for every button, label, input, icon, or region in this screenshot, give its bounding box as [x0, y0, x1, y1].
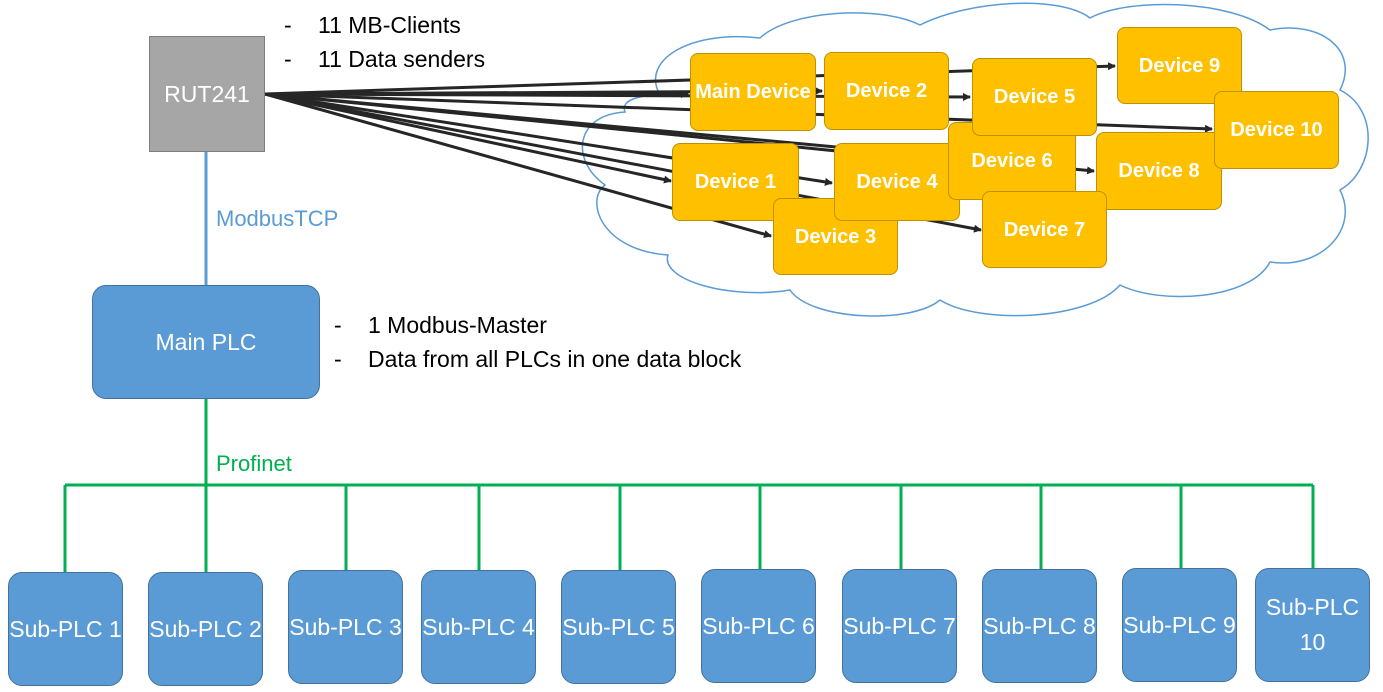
main-plc-label: Main PLC — [155, 328, 257, 355]
sub-plc-4: Sub-PLC 4 — [421, 570, 536, 684]
sub-plc-label: Sub-PLC 7 — [843, 612, 956, 639]
profinet-label: Profinet — [216, 451, 292, 476]
sub-plc-label: Sub-PLC 8 — [983, 612, 1096, 639]
router-note-mb-clients: -11 MB-Clients — [284, 12, 461, 38]
device-label: Device 6 — [971, 150, 1053, 172]
main-plc: Main PLC — [92, 285, 320, 399]
router-note-text: 11 Data senders — [318, 46, 486, 72]
device-label: Device 3 — [794, 225, 877, 248]
device-label: Device 8 — [1118, 160, 1200, 182]
main-device: Main Device — [690, 53, 816, 131]
device-10: Device 10 — [1214, 91, 1339, 169]
device-label: Device 1 — [694, 171, 777, 193]
sub-plc-label: Sub-PLC 4 — [422, 613, 535, 640]
sub-plc-10: Sub-PLC 10 — [1255, 568, 1370, 682]
sub-plc-1: Sub-PLC 1 — [8, 572, 123, 686]
device-2: Device 2 — [824, 52, 949, 130]
sub-plc-label: Sub-PLC 2 — [149, 615, 262, 642]
device-label: Device 5 — [993, 86, 1076, 108]
device-label: Device 9 — [1138, 54, 1221, 77]
device-5: Device 5 — [972, 58, 1097, 136]
sub-plc-label: Sub-PLC 1 — [9, 615, 122, 642]
router-note-text: 11 MB-Clients — [318, 12, 461, 38]
device-4: Device 4 — [834, 143, 960, 221]
device-7: Device 7 — [982, 191, 1107, 268]
profinet-bus — [63, 399, 1315, 572]
device-label: Device 4 — [856, 171, 938, 193]
device-8: Device 8 — [1096, 132, 1222, 210]
sub-plc-9: Sub-PLC 9 — [1122, 568, 1237, 682]
device-label: Device 10 — [1230, 119, 1323, 141]
device-label: Device 7 — [1003, 218, 1086, 241]
router-rut241: RUT241 — [149, 36, 265, 152]
device-label: Device 2 — [845, 80, 928, 102]
sub-plc-label: Sub-PLC 9 — [1123, 611, 1236, 638]
main-plc-note-text: Data from all PLCs in one data block — [368, 346, 742, 372]
sub-plc-6: Sub-PLC 6 — [701, 569, 816, 683]
sub-plc-label: Sub-PLC 3 — [289, 613, 402, 640]
main-plc-note-text: 1 Modbus-Master — [368, 312, 547, 338]
arrow-to-device-1 — [264, 92, 672, 184]
modbus-tcp-label: ModbusTCP — [216, 206, 339, 231]
sub-plc-3: Sub-PLC 3 — [288, 570, 403, 684]
sub-plc-8: Sub-PLC 8 — [982, 569, 1097, 683]
device-label: Main Device — [695, 81, 811, 103]
main-plc-note-data-block: -Data from all PLCs in one data block — [334, 346, 742, 372]
sub-plc-label: Sub-PLC 6 — [702, 612, 815, 639]
main-plc-note-master: -1 Modbus-Master — [334, 312, 547, 338]
sub-plc-7: Sub-PLC 7 — [842, 569, 957, 683]
router-label: RUT241 — [164, 80, 250, 107]
router-note-data-senders: -11 Data senders — [284, 46, 486, 72]
sub-plc-label: Sub-PLC 10 — [1265, 594, 1360, 655]
sub-plc-5: Sub-PLC 5 — [561, 570, 676, 684]
sub-plc-label: Sub-PLC 5 — [562, 613, 675, 640]
sub-plc-2: Sub-PLC 2 — [148, 572, 263, 686]
